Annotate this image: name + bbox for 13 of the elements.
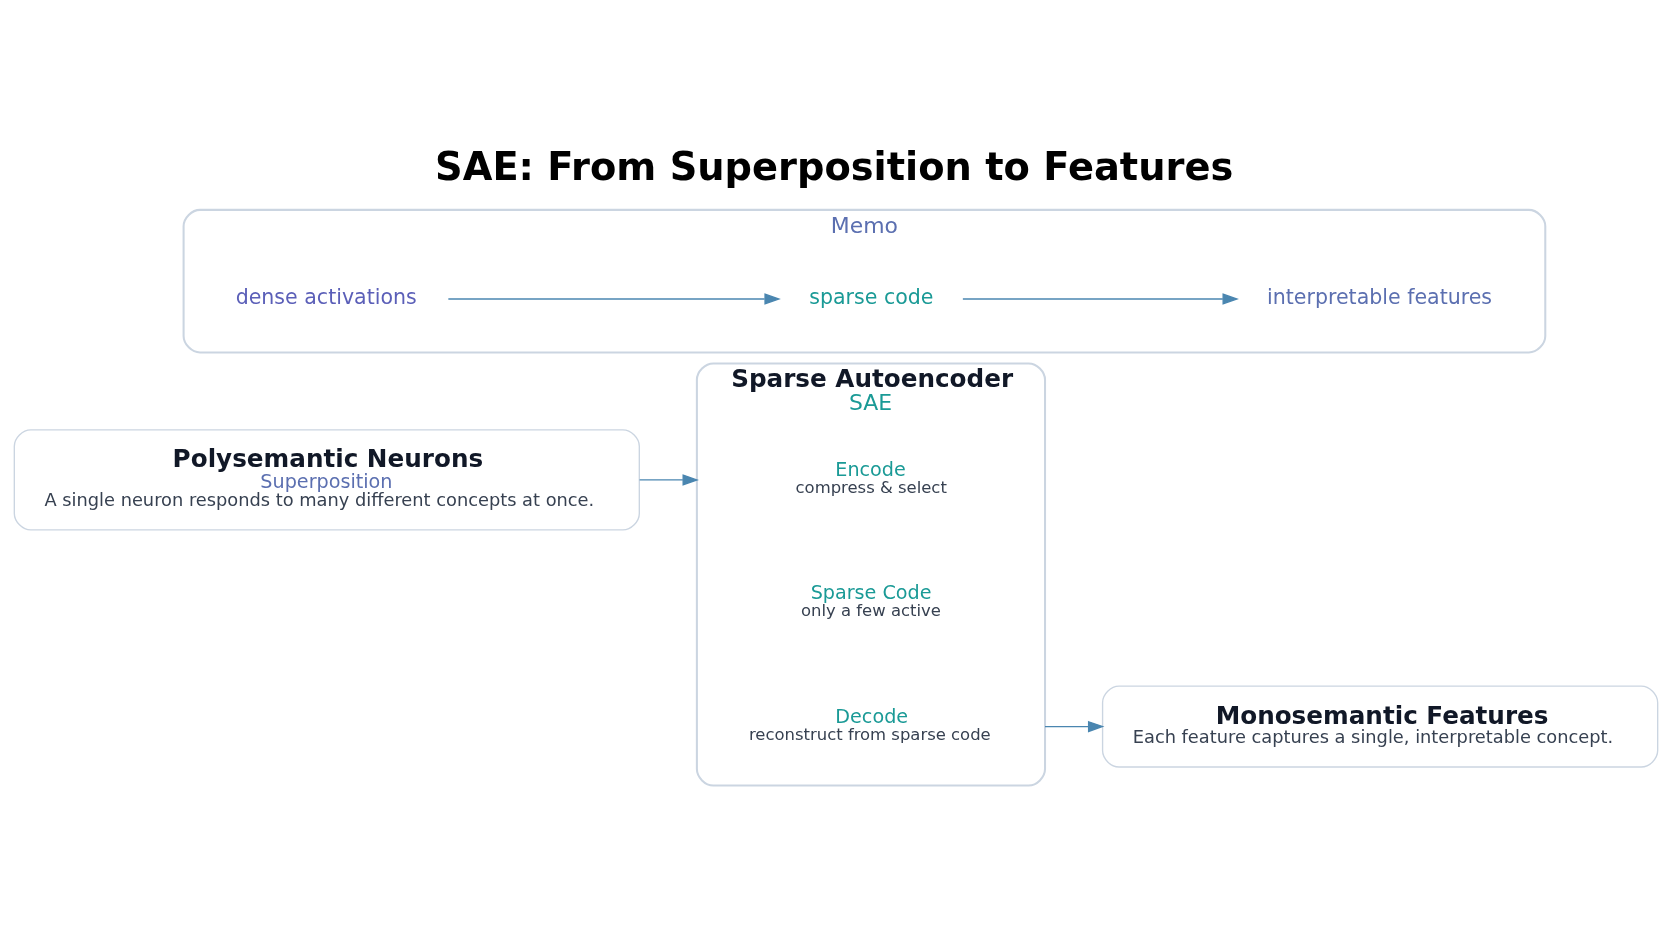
arrow (447, 292, 781, 305)
node-text: Sparse Code only a few active (801, 580, 941, 620)
node-text: Decode reconstruct from sparse code (748, 704, 991, 744)
node-text: Encode compress & select (795, 457, 947, 497)
arrow (1044, 720, 1105, 732)
node-box: Polysemantic Neurons Superposition A single neuron responds to many different concepts at once. (13, 428, 640, 531)
node-text: interpretable features (1267, 284, 1493, 309)
node-text: dense activations (235, 284, 417, 309)
arrow (962, 292, 1239, 305)
arrow (638, 473, 699, 486)
diagram-title: SAE: From Superposition to Features (435, 143, 1234, 189)
node-box: Monosemantic Features Each feature captures a single, interpretable concept. (1101, 685, 1659, 768)
node-text: sparse code (809, 284, 934, 309)
